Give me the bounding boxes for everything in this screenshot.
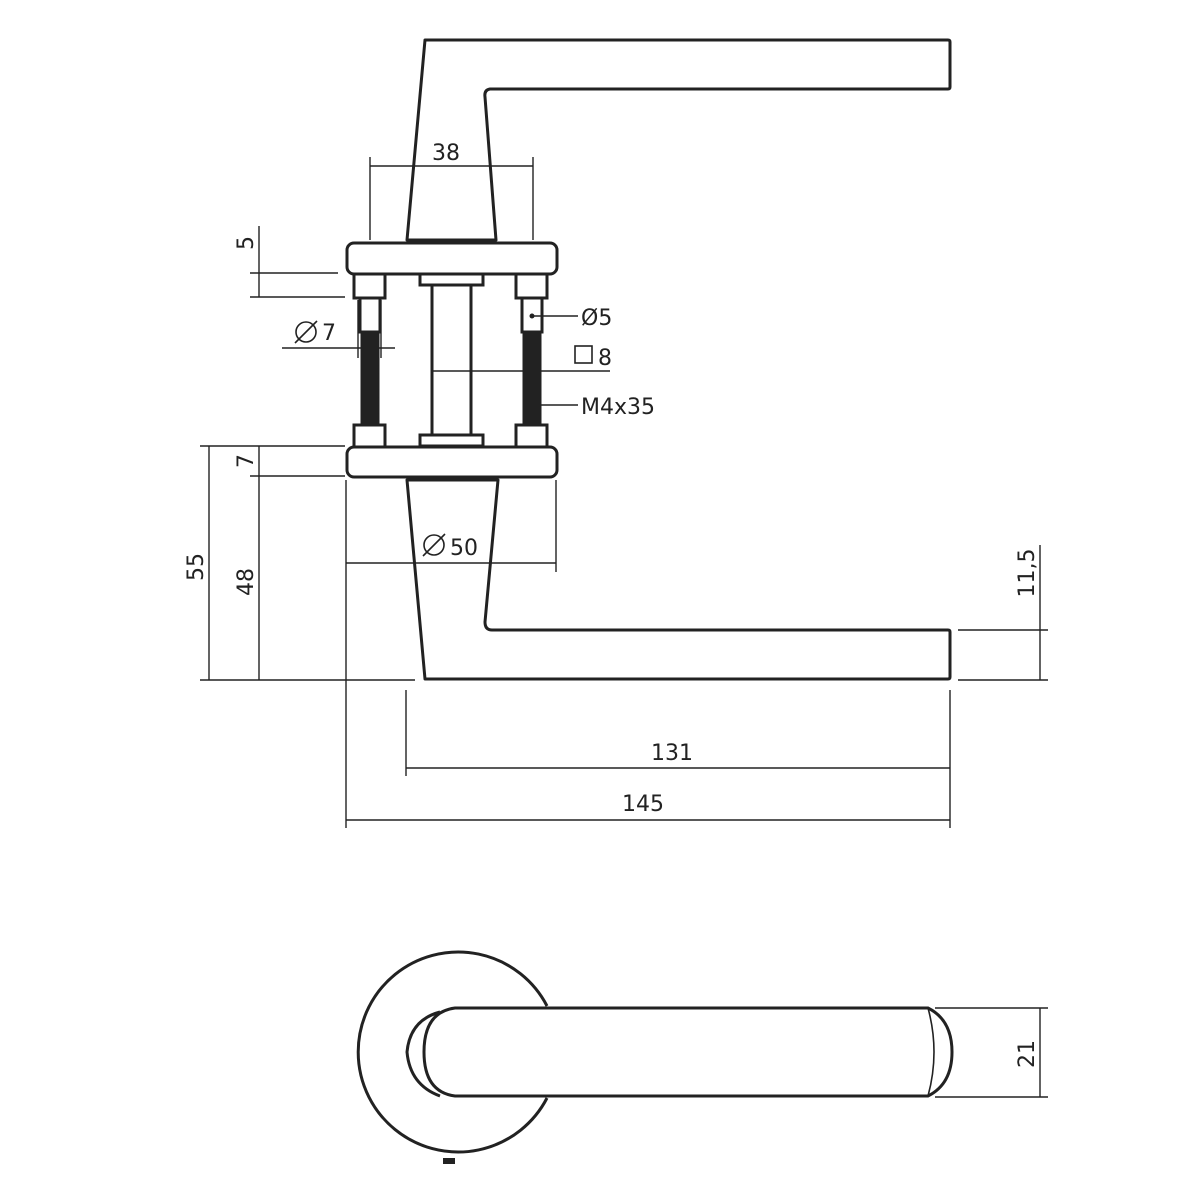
top-view: 21 xyxy=(356,950,1048,1164)
top-lever-end xyxy=(927,1007,935,1097)
dim-spindle-square: 8 xyxy=(598,346,612,371)
upper-spindle-plate xyxy=(418,272,485,287)
square-icon xyxy=(574,345,593,364)
dim-rose-diameter: 50 xyxy=(450,536,478,561)
dim-overall-length: 145 xyxy=(622,792,664,817)
dim-rose-gap: 38 xyxy=(432,141,460,166)
front-view xyxy=(345,38,952,681)
diameter-icon xyxy=(294,320,318,344)
rose-collar xyxy=(405,1010,441,1098)
dim-screw-diameter: 7 xyxy=(322,321,336,346)
dim-lever-width: 21 xyxy=(1015,1040,1040,1068)
dim-rose-thickness: 5 xyxy=(234,236,259,250)
left-fixing-screw xyxy=(352,272,387,449)
spindle xyxy=(430,283,473,437)
upper-lever xyxy=(405,38,952,242)
rose-circle xyxy=(356,950,549,1154)
dim-pin-diameter: Ø5 xyxy=(581,306,612,331)
dim-rose-height: 7 xyxy=(234,454,259,468)
dim-lever-height: 48 xyxy=(234,568,259,596)
top-lever xyxy=(422,1006,954,1098)
lower-spindle-plate xyxy=(418,433,485,448)
dim-lever-thickness: 11,5 xyxy=(1015,549,1040,598)
upper-rose xyxy=(345,241,559,276)
front-dimensions: 38 5 7 Ø5 8 M4x35 7 48 55 xyxy=(184,141,1048,828)
lower-lever xyxy=(405,478,952,681)
right-fixing-screw xyxy=(514,272,578,449)
dim-screw-spec: M4x35 xyxy=(581,395,655,420)
dim-overall-height: 55 xyxy=(184,553,209,581)
lower-rose xyxy=(345,445,559,479)
dim-lever-projection: 131 xyxy=(651,741,693,766)
set-screw-marker xyxy=(443,1158,455,1164)
diameter-icon xyxy=(422,533,446,557)
